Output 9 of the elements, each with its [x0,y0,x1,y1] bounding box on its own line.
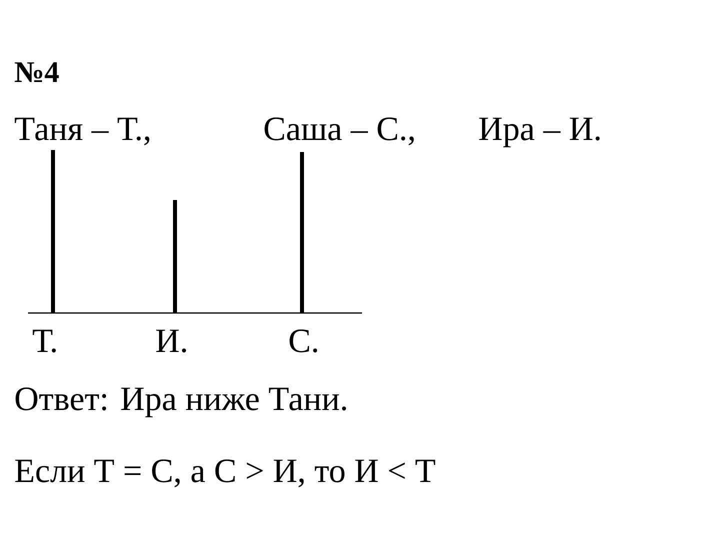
legend-text: Таня – Т., [14,118,150,146]
answer-text: Ответ: Ира ниже Тани. [16,388,346,418]
bar-label: С. [290,330,318,352]
legend-text: Саша – С., [264,118,414,146]
legend-text: Ира – И. [479,118,600,148]
bar-label: И. [156,330,186,352]
task-number: №4 [14,62,59,82]
bar-label: Т. [32,330,56,352]
conclusion-text: Если Т = С, а С > И, то И < Т [15,460,436,488]
